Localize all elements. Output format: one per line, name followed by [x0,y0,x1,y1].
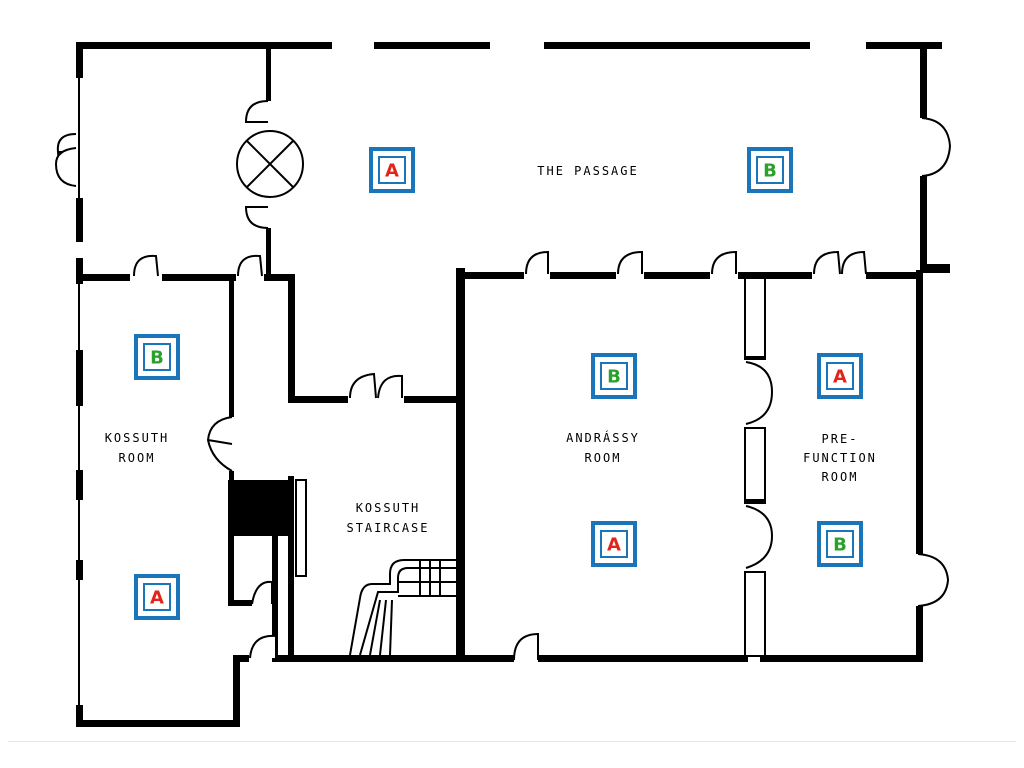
badge-letter: A [607,535,621,556]
badge-andrassy-a[interactable]: A [591,521,637,567]
badge-letter: A [385,161,399,182]
badge-prefunction-a[interactable]: A [817,353,863,399]
badge-kossuth-b[interactable]: B [134,334,180,380]
badge-inner-frame [378,156,406,184]
badge-letter: B [150,348,164,369]
badge-inner-frame [143,583,171,611]
badge-inner-frame [600,362,628,390]
badge-letter: B [833,535,847,556]
badge-letter: A [833,367,847,388]
badge-letter: B [763,161,777,182]
prefunction-room-label-line3: ROOM [822,470,859,484]
prefunction-room-label-line2: FUNCTION [803,451,877,465]
walls [76,42,950,727]
andrassy-room-label-line1: ANDRÁSSY [566,430,640,445]
badge-passage-a[interactable]: A [369,147,415,193]
badge-andrassy-b[interactable]: B [591,353,637,399]
footer-divider [8,741,1016,742]
passage-label: THE PASSAGE [537,164,638,178]
andrassy-room-label-line2: ROOM [585,451,622,465]
badge-inner-frame [756,156,784,184]
badge-inner-frame [143,343,171,371]
badge-passage-b[interactable]: B [747,147,793,193]
kossuth-staircase-label-line1: KOSSUTH [356,501,421,515]
doors [54,100,952,661]
prefunction-room-label-line1: PRE- [822,432,859,446]
badge-inner-frame [826,530,854,558]
badge-prefunction-b[interactable]: B [817,521,863,567]
badge-inner-frame [600,530,628,558]
badge-letter: B [607,367,621,388]
badge-inner-frame [826,362,854,390]
badge-kossuth-a[interactable]: A [134,574,180,620]
kossuth-staircase-label-line2: STAIRCASE [346,521,429,535]
section-badges: A B B A B A A B [134,147,863,620]
staircase-steps [349,559,456,656]
badge-letter: A [150,588,164,609]
kossuth-room-label-line1: KOSSUTH [105,431,170,445]
kossuth-room-label-line2: ROOM [119,451,156,465]
